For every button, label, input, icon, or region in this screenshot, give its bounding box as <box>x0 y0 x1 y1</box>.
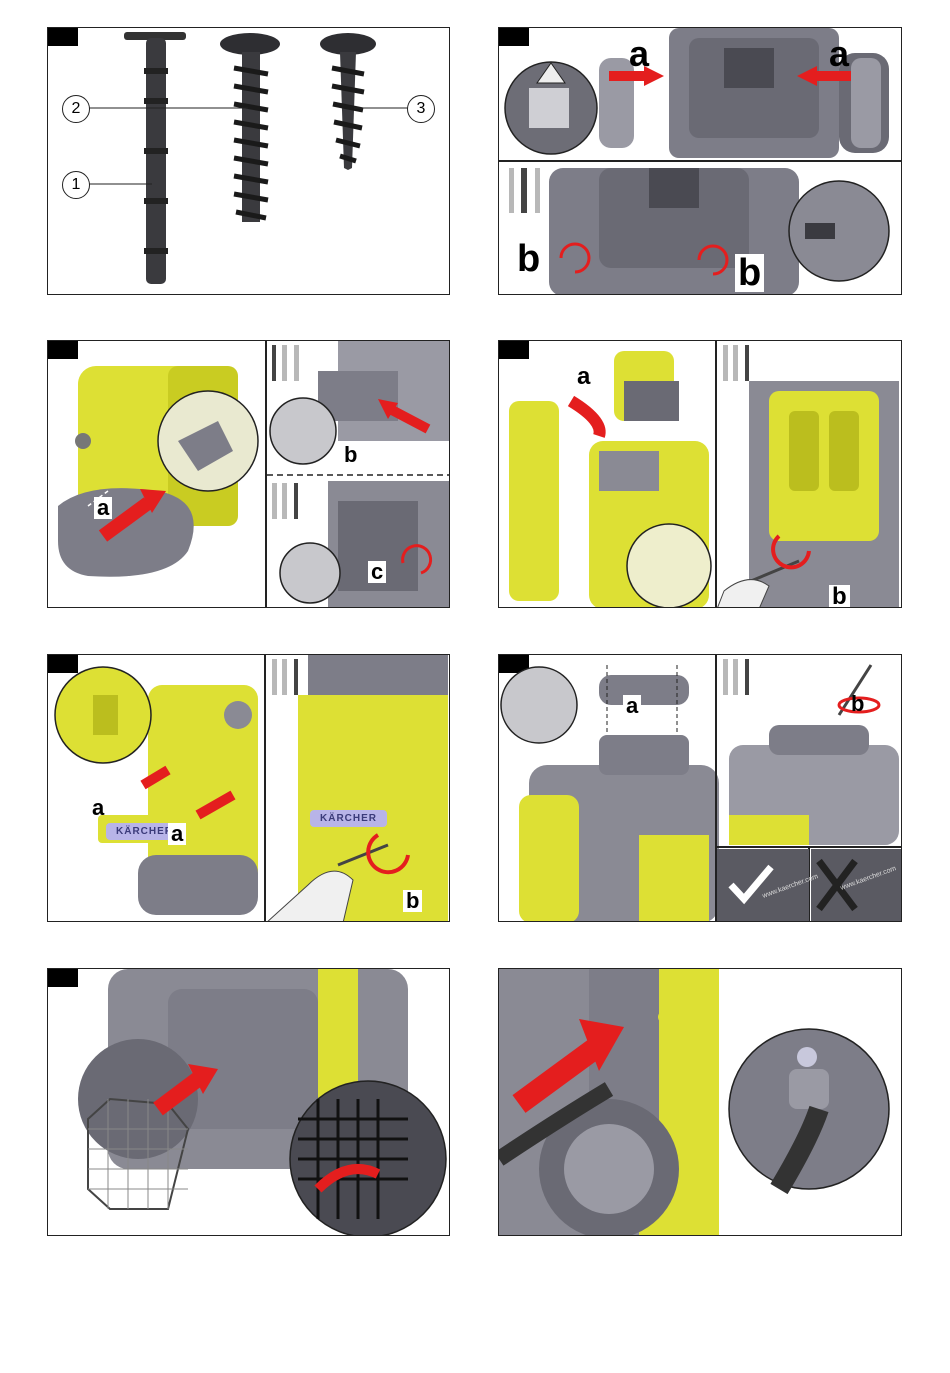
step-label-b: b <box>341 444 360 466</box>
step-label-c: c <box>368 561 386 583</box>
holder-illustration <box>499 341 902 608</box>
callout-1: 1 <box>62 171 90 199</box>
figure-front-foot: a b c <box>47 340 450 608</box>
figure-filter <box>47 968 450 1236</box>
step-label-b-right: b <box>735 254 764 292</box>
figure-front-plate: KÄRCHER KÄRCHER a a b <box>47 654 450 922</box>
step-label-b: b <box>829 585 850 608</box>
figure-screws: 2 1 3 <box>47 27 450 295</box>
handle-illustration <box>499 655 902 922</box>
figure-hose-connection <box>498 968 902 1236</box>
figure-holder: a b <box>498 340 902 608</box>
callout-2: 2 <box>62 95 90 123</box>
figure-wheels: a a b b <box>498 27 902 295</box>
brand-plate-right: KÄRCHER <box>310 810 387 827</box>
filter-illustration <box>48 969 450 1236</box>
step-label-a-left: a <box>629 36 649 72</box>
front-foot-illustration <box>48 341 450 608</box>
step-label-b-left: b <box>517 240 540 278</box>
figure-handle: a b www.kaercher.com www.kaercher.com <box>498 654 902 922</box>
callout-3: 3 <box>407 95 435 123</box>
step-label-a: a <box>94 497 112 519</box>
step-label-a: a <box>577 365 590 389</box>
step-label-b: b <box>851 693 864 715</box>
step-label-b: b <box>403 890 422 912</box>
step-label-a-left: a <box>92 797 104 819</box>
step-label-a-right: a <box>829 36 849 72</box>
step-label-a-right: a <box>168 823 186 845</box>
step-label-a: a <box>623 695 641 717</box>
hose-illustration <box>499 969 902 1236</box>
front-plate-illustration <box>48 655 450 922</box>
screws-illustration <box>48 28 450 295</box>
